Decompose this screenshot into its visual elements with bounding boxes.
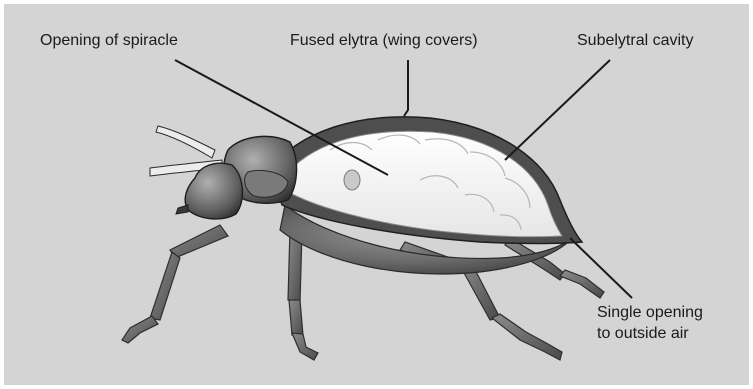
leader-line-cavity	[505, 60, 610, 160]
label-fused-elytra: Fused elytra (wing covers)	[290, 30, 478, 51]
label-single-opening-line1: Single opening	[597, 302, 703, 323]
beetle-mouthparts	[176, 205, 188, 214]
label-subelytral-cavity: Subelytral cavity	[577, 30, 694, 51]
label-single-opening: Single opening to outside air	[597, 302, 703, 344]
spiracle-opening	[344, 170, 360, 190]
beetle-head	[185, 163, 242, 219]
label-opening-of-spiracle: Opening of spiracle	[40, 30, 178, 51]
subelytral-cavity	[288, 131, 562, 236]
label-single-opening-line2: to outside air	[597, 323, 703, 344]
leader-line-elytra	[404, 60, 408, 116]
